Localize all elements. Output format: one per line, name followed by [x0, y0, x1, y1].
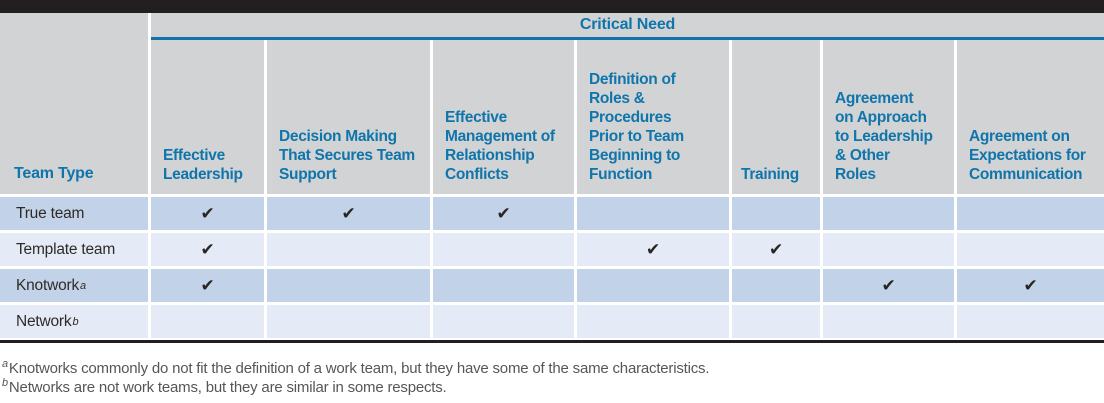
check-cell: ✔	[823, 269, 954, 302]
check-cell	[957, 233, 1104, 266]
footnote-b-text: Networks are not work teams, but they ar…	[8, 379, 447, 396]
check-cell	[433, 305, 574, 338]
check-cell	[577, 269, 729, 302]
check-cell	[823, 233, 954, 266]
table-header: Team Type Critical Need Effective Leader…	[0, 13, 1104, 194]
col-header-effective-leadership: Effective Leadership	[151, 40, 264, 194]
table-row-true-team: True team ✔ ✔ ✔	[0, 197, 1104, 230]
check-cell	[433, 269, 574, 302]
col-header-roles-procedures: Definition of Roles & Procedures Prior t…	[577, 40, 729, 194]
check-cell	[433, 233, 574, 266]
footnote-a-marker: a	[2, 358, 8, 370]
footnote-a-text: Knotworks commonly do not fit the defini…	[8, 360, 710, 377]
row-label: Template team	[0, 233, 148, 266]
check-cell: ✔	[957, 269, 1104, 302]
check-cell: ✔	[151, 269, 264, 302]
bottom-rule	[0, 340, 1104, 343]
column-headers-row: Effective Leadership Decision Making Tha…	[151, 40, 1104, 194]
check-cell	[957, 197, 1104, 230]
check-cell	[577, 197, 729, 230]
team-type-header-label: Team Type	[14, 165, 94, 182]
check-cell	[267, 233, 430, 266]
footnote-a: aKnotworks commonly do not fit the defin…	[2, 359, 1100, 378]
check-cell: ✔	[151, 197, 264, 230]
check-cell	[823, 197, 954, 230]
footnote-b-marker: b	[2, 377, 8, 389]
top-rule	[0, 0, 1104, 13]
team-type-column-header: Team Type	[0, 13, 148, 194]
col-header-decision-making: Decision Making That Secures Team Suppor…	[267, 40, 430, 194]
check-cell	[732, 269, 820, 302]
check-cell	[267, 305, 430, 338]
check-cell	[732, 197, 820, 230]
row-label: True team	[0, 197, 148, 230]
footnotes: aKnotworks commonly do not fit the defin…	[0, 343, 1104, 397]
check-cell	[957, 305, 1104, 338]
check-cell	[823, 305, 954, 338]
check-cell	[151, 305, 264, 338]
check-cell: ✔	[732, 233, 820, 266]
footnote-b: bNetworks are not work teams, but they a…	[2, 378, 1100, 397]
critical-need-spanner: Critical Need	[151, 13, 1104, 40]
col-header-relationship-conflicts: Effective Management of Relationship Con…	[433, 40, 574, 194]
check-cell: ✔	[433, 197, 574, 230]
check-cell: ✔	[577, 233, 729, 266]
check-cell: ✔	[151, 233, 264, 266]
check-cell	[267, 269, 430, 302]
col-header-approach-leadership: Agreement on Approach to Leadership & Ot…	[823, 40, 954, 194]
col-header-expectations-communication: Agreement on Expectations for Communicat…	[957, 40, 1104, 194]
col-header-training: Training	[732, 40, 820, 194]
check-cell: ✔	[267, 197, 430, 230]
table-row-template-team: Template team ✔ ✔ ✔	[0, 233, 1104, 266]
check-cell	[732, 305, 820, 338]
critical-need-header-group: Critical Need Effective Leadership Decis…	[151, 13, 1104, 194]
check-cell	[577, 305, 729, 338]
